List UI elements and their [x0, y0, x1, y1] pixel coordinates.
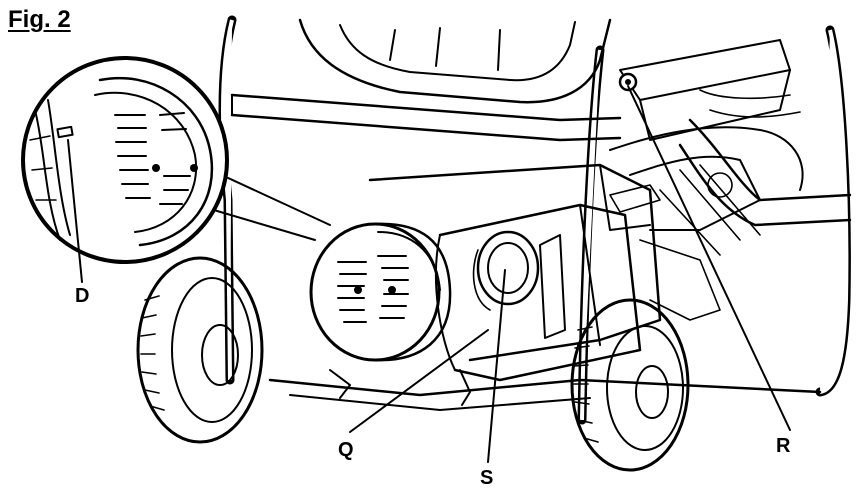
figure-title: Fig. 2	[8, 6, 71, 33]
callout-label-r: R	[776, 435, 791, 457]
base-pan	[268, 369, 822, 411]
fan-louvers	[337, 255, 409, 323]
detail-inset	[21, 56, 229, 264]
end-cover	[472, 230, 540, 311]
fan-cover	[309, 222, 452, 362]
left-wheel	[136, 256, 264, 444]
frame-top-bar	[230, 93, 622, 142]
leader-line-s	[487, 269, 506, 463]
fuel-tank	[298, 18, 791, 141]
grounding-bolt	[618, 72, 638, 92]
leader-lines	[67, 85, 791, 463]
alternator-housing	[435, 203, 642, 382]
frame-tube	[218, 15, 851, 425]
leader-line-r	[627, 85, 791, 431]
callout-label-q: Q	[338, 439, 354, 461]
right-wheel	[570, 298, 690, 472]
callout-label-s: S	[480, 467, 494, 489]
callout-label-d: D	[75, 285, 90, 307]
handle-tube	[678, 118, 852, 227]
leader-line-q	[349, 329, 489, 433]
leader-line-d	[67, 139, 83, 283]
